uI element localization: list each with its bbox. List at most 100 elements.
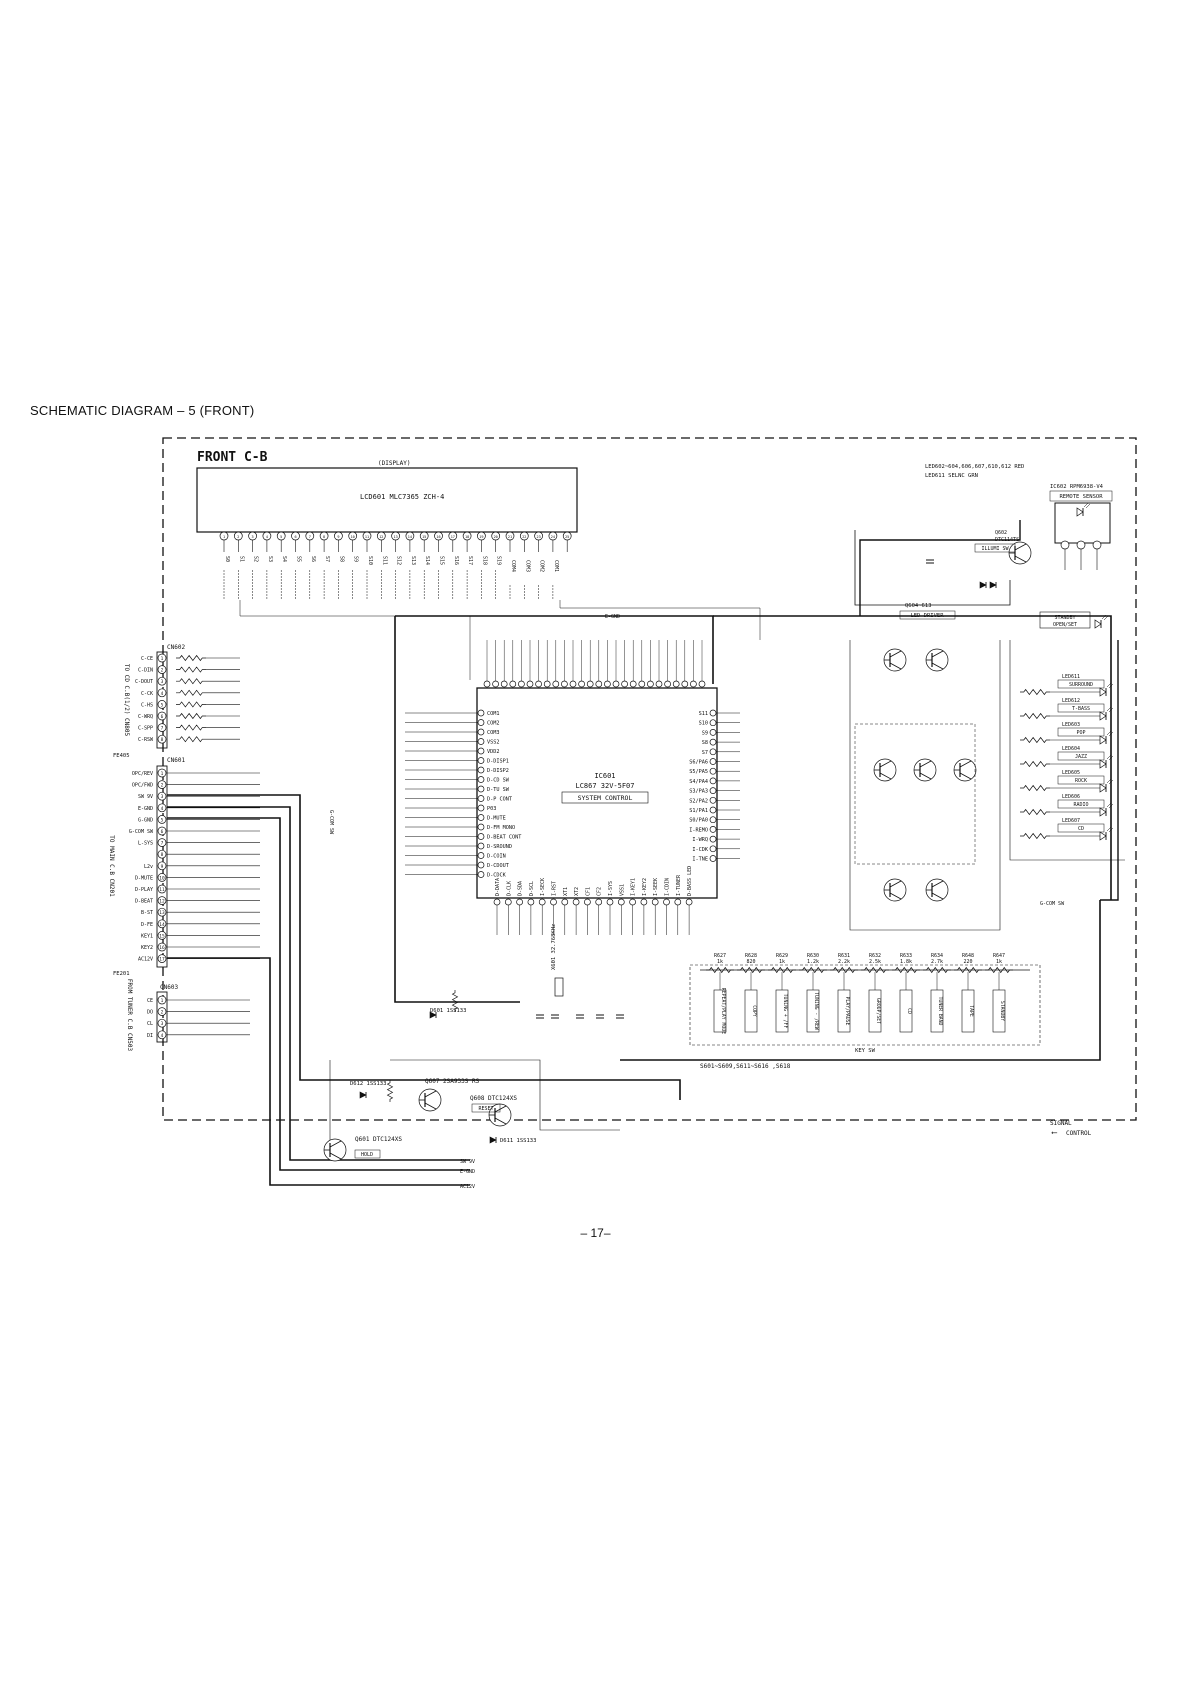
q604-transistor-emitter — [889, 662, 902, 670]
ic601-left-pin-label: D-SROUND — [487, 844, 512, 850]
ic601-right-pin-label: S2/PA2 — [689, 798, 708, 804]
side-led-icon — [1099, 711, 1107, 721]
ic601-left-pin-label: D-P CONT — [487, 797, 512, 803]
lcd-segment-label: S16 — [453, 556, 459, 565]
side-led-label-box — [1057, 799, 1105, 809]
ic601-bottom-pin — [538, 898, 546, 906]
bus-label-comsw-left: G-COM SW — [328, 810, 334, 835]
lcd-bus — [239, 600, 471, 680]
cn603-pin — [157, 995, 167, 1005]
ic601-bottom-pin-label: I-RST — [552, 881, 558, 896]
side-led-icon — [1099, 735, 1107, 745]
ic601-left-pin-label: D-TU SW — [487, 787, 510, 793]
ic601-right-pin — [709, 729, 717, 736]
cn603-pin — [157, 1007, 167, 1016]
side-led-ref: LED611 — [1062, 674, 1080, 680]
ic601-left-pin-label: D-CDOUT — [487, 863, 509, 869]
q601-transistor-collector — [329, 1140, 342, 1148]
bus-label-sw9v: SW 9V — [460, 1159, 475, 1165]
ic601-right-pin-label: I-CDK — [692, 847, 708, 853]
ic601-top-pin — [698, 680, 706, 688]
cn602-series-resistor — [176, 712, 206, 720]
cn601-pin-label: E-GND — [138, 806, 153, 812]
ic601-top-pin — [629, 680, 637, 688]
side-led-resistor — [1020, 688, 1050, 696]
lcd-segment-label: S5 — [296, 556, 302, 562]
ic601-bottom-pin — [674, 898, 682, 906]
cn603-pin — [157, 1018, 167, 1028]
cn601-pin — [157, 849, 167, 859]
q610-transistor-emitter — [889, 892, 902, 900]
ic601-top-pin — [595, 680, 603, 688]
standby-led-ray — [1101, 614, 1107, 620]
ic601-bottom-pin-label: I-SYS — [608, 881, 614, 896]
remote-sensor-label-box — [1049, 490, 1113, 502]
cn602-series-resistor — [176, 666, 206, 673]
lcd-segment-label: S4 — [281, 556, 287, 562]
ic601-bottom-pin — [617, 898, 625, 906]
side-led-icon-ray — [1106, 778, 1112, 784]
side-led-icon — [1099, 687, 1107, 697]
ic601-right-pin — [709, 796, 717, 804]
cn601-pin-number: 9 — [161, 864, 164, 870]
ic601-top-pin — [552, 680, 560, 688]
side-led-ref: LED604 — [1062, 746, 1080, 752]
lcd-pin-number: 12 — [379, 535, 383, 539]
side-led-resistor — [1020, 712, 1050, 720]
ic601-bottom-pin — [640, 898, 648, 906]
ic601-right-pin-label: S10 — [699, 721, 708, 727]
key-resistor-value: 2.7k — [931, 959, 943, 965]
lcd-segment-label: S11 — [381, 556, 387, 565]
cn601-pin-label: D-BEAT — [135, 899, 153, 905]
ic601-bottom-pin — [651, 898, 659, 906]
ic601-left-pin — [477, 738, 485, 745]
ic601-bottom-pin-label: I-KEY2 — [642, 878, 648, 896]
ic601-left-pin — [477, 823, 485, 831]
cn602-pin-number: 2 — [161, 668, 164, 674]
cn601-pin-number: 17 — [159, 957, 165, 963]
lcd-segment-label: S17 — [467, 556, 473, 565]
power-bus-ac12v — [167, 957, 470, 1186]
ic601-left-pin — [477, 785, 485, 793]
cn601-pin-number: 16 — [159, 945, 165, 951]
cn602-pin — [157, 723, 167, 732]
lcd-segment-label: S1 — [238, 556, 244, 562]
ic601-right-pin-label: S7 — [702, 750, 708, 756]
key-label: COPY — [751, 1005, 757, 1017]
cn602-series-resistor — [176, 736, 206, 743]
cn603-ref: CN603 — [160, 984, 178, 991]
key-resistor-value: 1k — [996, 959, 1002, 965]
x601-crystal — [554, 977, 564, 997]
side-led-label: T-BASS — [1072, 706, 1090, 712]
page-number: – 17– — [580, 1226, 611, 1240]
side-led-icon-ray — [1108, 683, 1114, 689]
lcd-pin-number: 18 — [465, 535, 469, 539]
cn601-pin-number: 7 — [161, 841, 164, 847]
cn601-pin — [157, 907, 167, 917]
ic601-left-pin-label: VDD2 — [487, 749, 500, 755]
lcd-pin-number: 14 — [408, 535, 412, 539]
cn601-pin-label: G-GND — [138, 817, 153, 823]
cn602-pin-label: C-WRQ — [138, 714, 153, 720]
side-led-resistor — [1020, 760, 1050, 768]
cn602-pin-label: C-CK — [141, 691, 153, 697]
cn602-pin-number: 6 — [161, 714, 164, 720]
key-resistor-ref: R629 — [776, 953, 788, 959]
remote-sensor-icon-ray — [1085, 503, 1091, 509]
lcd-pin-number: 23 — [536, 535, 540, 539]
cn603-side-label: FROM TUNER C.B CN503 — [126, 979, 133, 1052]
cn601-pin-number: 14 — [159, 922, 165, 928]
cn602-pin-number: 4 — [161, 691, 164, 697]
key-label: TUNING + /FF — [782, 994, 788, 1029]
ic601-left-pin-label: COM1 — [487, 711, 500, 717]
bottom-resistor — [386, 1080, 394, 1102]
key-switch-10 — [992, 989, 1006, 1033]
q611-transistor-collector — [931, 880, 944, 888]
ic601-left-pin-label: D-FM MONO — [487, 825, 515, 831]
key-resistor-value: 1k — [717, 959, 723, 965]
ic601-top-pin — [664, 680, 671, 688]
led-matrix-frame — [854, 723, 976, 865]
cn603-pin-number: 3 — [161, 1021, 164, 1027]
lcd-com-label: COM4 — [510, 560, 516, 572]
key-block-label: S601~S609,S611~S616 ,S618 — [700, 1063, 791, 1070]
